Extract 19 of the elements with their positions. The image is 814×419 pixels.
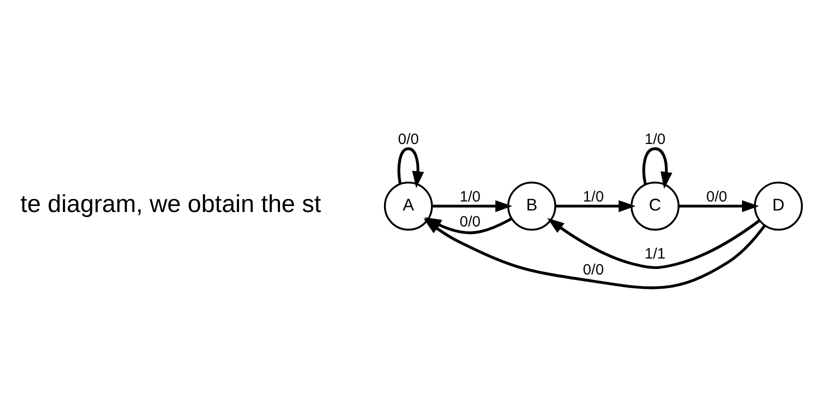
edge-label: 0/0 [706, 188, 728, 205]
arrow [432, 200, 512, 212]
node-circle: C [630, 181, 680, 230]
edge-label: 0/0 [460, 213, 481, 230]
edge-label: 1/0 [460, 188, 481, 205]
edge-label: 0/0 [398, 130, 419, 148]
arrow [397, 146, 424, 188]
edge-label: 1/1 [644, 245, 666, 262]
edge-label: 1/0 [644, 130, 666, 148]
arrow [547, 218, 760, 269]
arrow [642, 146, 672, 188]
node-circle: B [507, 181, 556, 230]
node-circle: D [754, 181, 803, 230]
label: te diagram, we obtain the st [20, 190, 322, 218]
arrow [678, 200, 759, 212]
arrow [556, 200, 636, 212]
edge-label: 0/0 [582, 261, 604, 278]
node-circle: A [384, 181, 433, 230]
edge-label: 1/0 [582, 188, 604, 205]
